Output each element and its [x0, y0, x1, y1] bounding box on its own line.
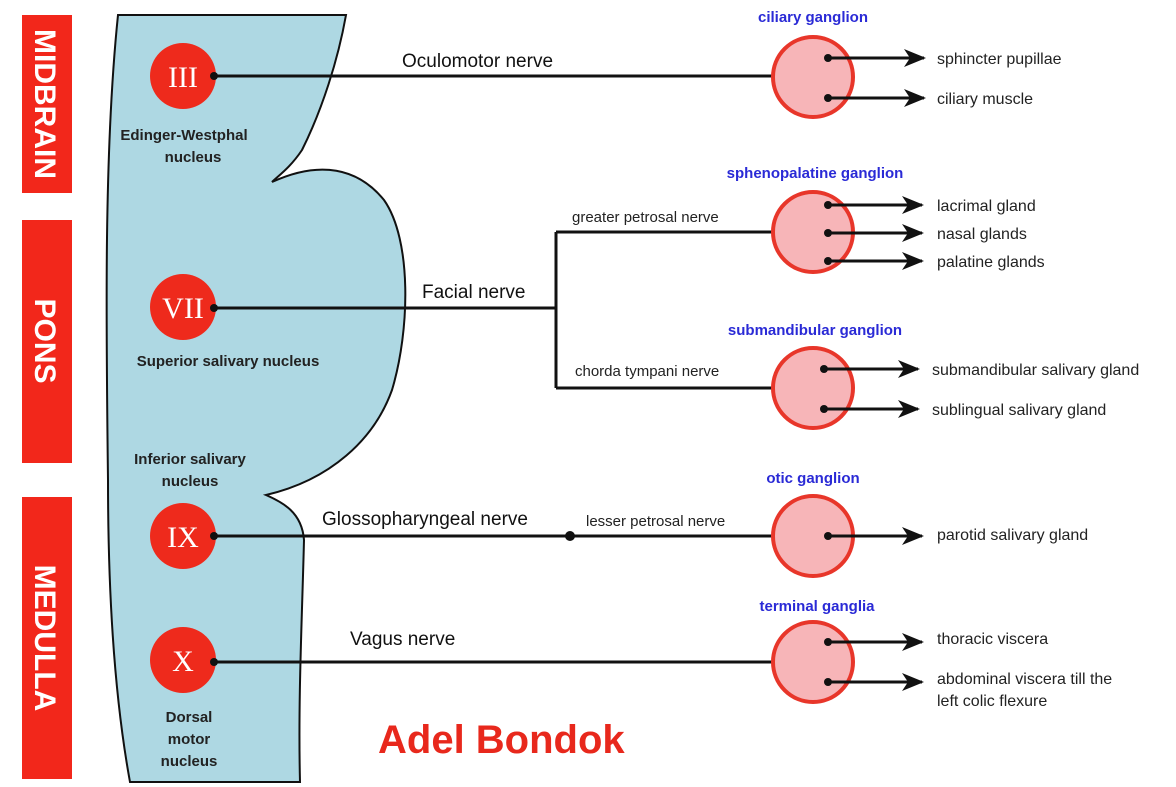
nucleus-III-name-line-1: Edinger-Westphal — [120, 127, 247, 144]
nerve-junction-dot — [565, 531, 575, 541]
submandibular-target-2: sublingual salivary gland — [932, 402, 1106, 419]
submandibular-target-1: submandibular salivary gland — [932, 362, 1139, 379]
nucleus-X-name-line-3: nucleus — [161, 753, 218, 770]
nucleus-IX-numeral: IX — [167, 521, 199, 554]
region-bar-medulla: MEDULLA — [22, 497, 72, 779]
facial-nerve-label: Facial nerve — [422, 282, 526, 303]
otic-target-1: parotid salivary gland — [937, 527, 1088, 544]
terminal-target-2-line-2: left colic flexure — [937, 693, 1047, 710]
sphenopalatine-target-1: lacrimal gland — [937, 198, 1036, 215]
submandibular-ganglion-name: submandibular ganglion — [728, 322, 902, 339]
region-label-medulla: MEDULLA — [28, 565, 61, 712]
ciliary-ganglion-circle — [771, 35, 855, 119]
chorda-tympani-nerve-label: chorda tympani nerve — [575, 363, 719, 380]
oculomotor-nerve-label: Oculomotor nerve — [402, 51, 553, 72]
terminal-ganglion-name: terminal ganglia — [759, 598, 875, 615]
ciliary-ganglion-name: ciliary ganglion — [758, 9, 868, 26]
terminal-target-2-line-1: abdominal viscera till the — [937, 671, 1112, 688]
region-label-midbrain: MIDBRAIN — [28, 29, 61, 179]
nucleus-III-numeral: III — [168, 61, 198, 94]
otic-ganglion-name: otic ganglion — [766, 470, 859, 487]
brainstem-shape — [105, 14, 407, 783]
region-label-pons: PONS — [28, 298, 61, 383]
greater-petrosal-nerve-label: greater petrosal nerve — [572, 209, 719, 226]
nucleus-III: III — [150, 43, 218, 109]
nucleus-X-numeral: X — [172, 645, 194, 678]
nucleus-IX-name-line-1: Inferior salivary — [134, 451, 246, 468]
nucleus-IX-name-line-2: nucleus — [162, 473, 219, 490]
region-bar-pons: PONS — [22, 220, 72, 463]
author-watermark: Adel Bondok — [378, 718, 625, 762]
nucleus-IX: IX — [150, 503, 218, 569]
ciliary-target-2: ciliary muscle — [937, 91, 1033, 108]
submandibular-ganglion-circle — [771, 346, 855, 430]
nucleus-X-name-line-1: Dorsal — [166, 709, 213, 726]
vagus-nerve-label: Vagus nerve — [350, 629, 455, 650]
ciliary-target-1: sphincter pupillae — [937, 51, 1062, 68]
sphenopalatine-target-2: nasal glands — [937, 226, 1027, 243]
sphenopalatine-ganglion-name: sphenopalatine ganglion — [727, 165, 904, 182]
terminal-target-1: thoracic viscera — [937, 631, 1048, 648]
nucleus-X: X — [150, 627, 218, 693]
nucleus-VII: VII — [150, 274, 218, 340]
lesser-petrosal-nerve-label: lesser petrosal nerve — [586, 513, 725, 530]
terminal-ganglion-circle — [771, 620, 855, 704]
glossopharyngeal-nerve-label: Glossopharyngeal nerve — [322, 509, 528, 530]
nucleus-III-name-line-2: nucleus — [165, 149, 222, 166]
region-bar-midbrain: MIDBRAIN — [22, 15, 72, 193]
nucleus-X-name-line-2: motor — [168, 731, 211, 748]
nucleus-VII-name: Superior salivary nucleus — [137, 353, 320, 370]
sphenopalatine-target-3: palatine glands — [937, 254, 1045, 271]
nucleus-VII-numeral: VII — [162, 292, 204, 325]
